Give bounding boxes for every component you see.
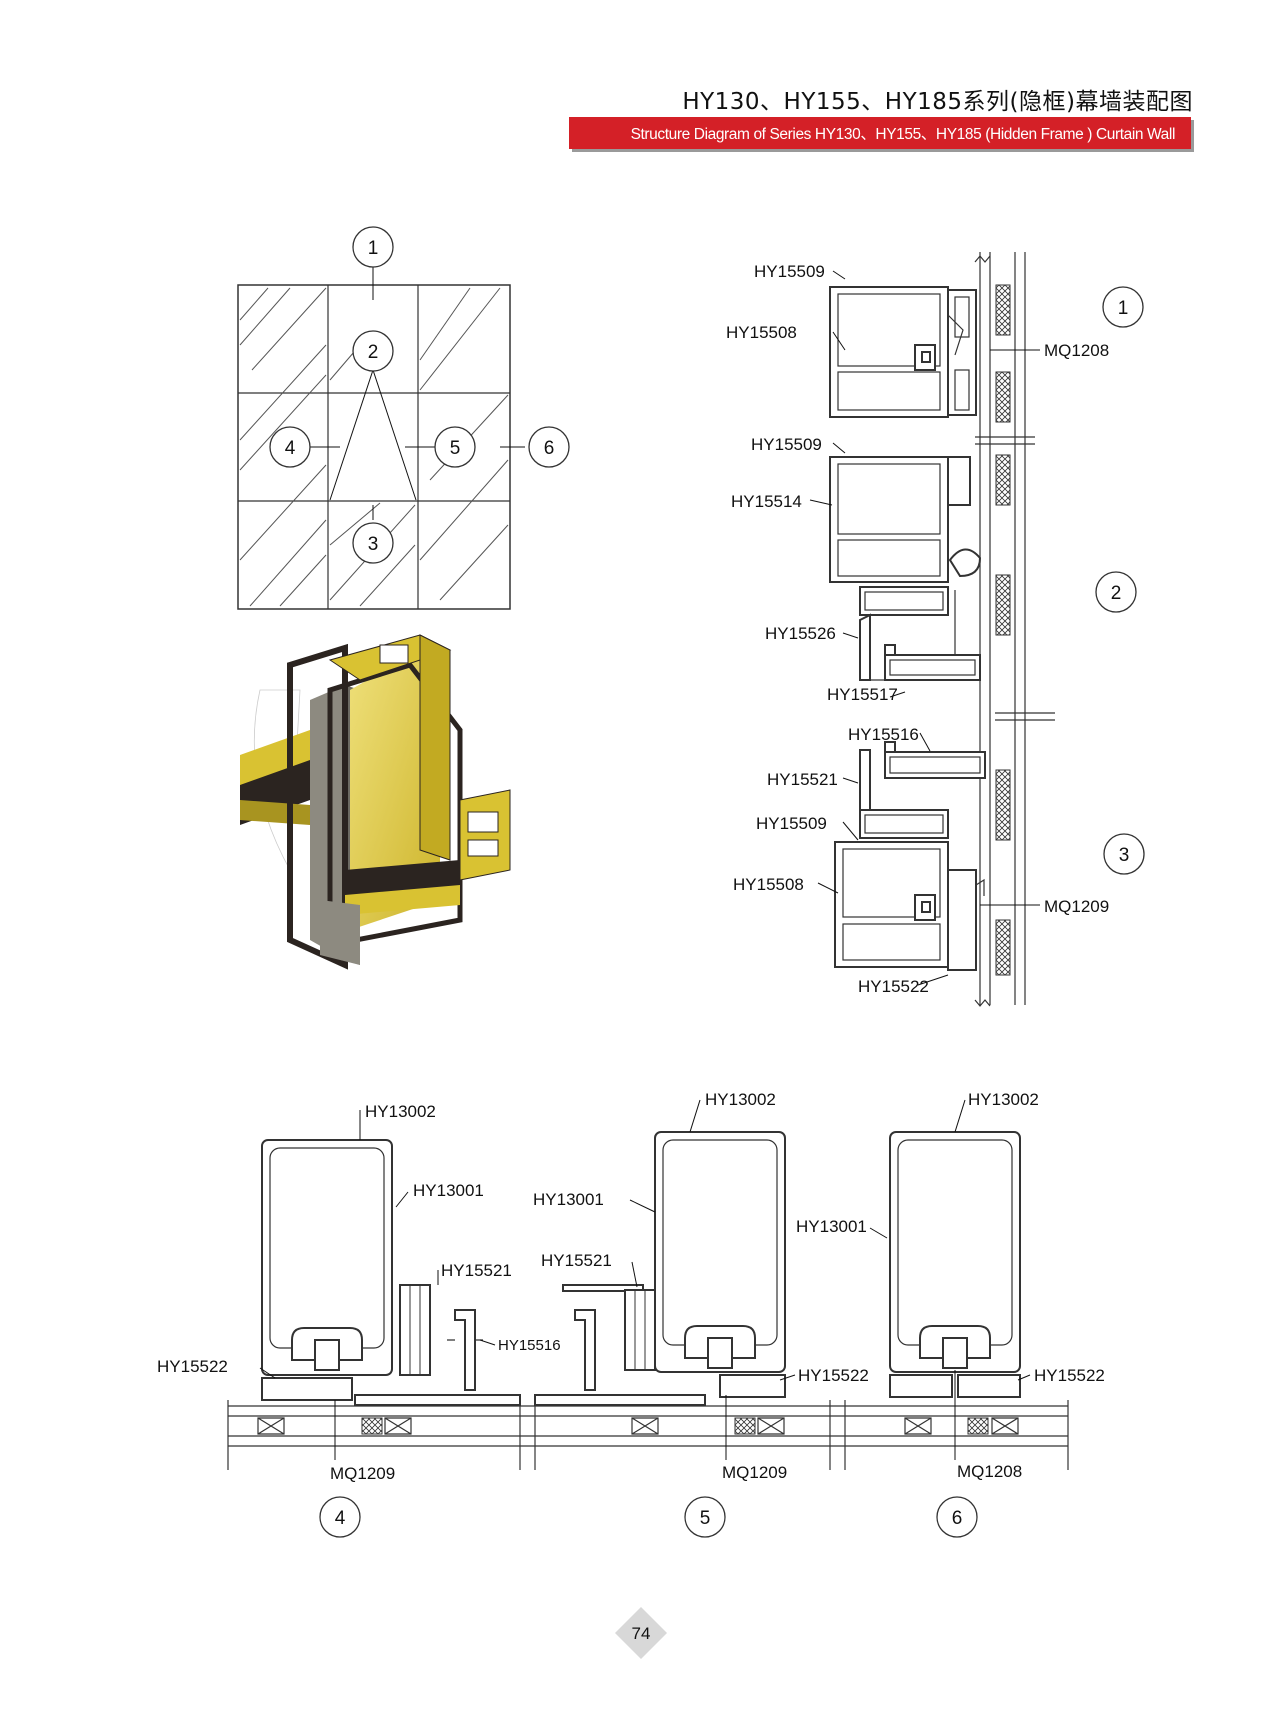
elevation-callout-2: 2 [352,330,394,372]
label-hy15526: HY15526 [765,624,836,643]
svg-text:4: 4 [285,438,296,459]
svg-text:1: 1 [1118,298,1129,319]
s4-label-base: HY15522 [157,1357,228,1376]
s4-label-side: HY15521 [441,1261,512,1280]
profile-hy15516 [884,741,986,779]
label-mq1209: MQ1209 [1044,897,1109,916]
s4-label-inner: HY15516 [498,1337,561,1354]
s5-label-body: HY13001 [533,1190,604,1209]
elevation-callout-1: 1 [352,226,394,268]
title-banner: Structure Diagram of Series HY130、HY155、… [569,117,1191,149]
svg-text:3: 3 [368,534,379,555]
page-title-en: Structure Diagram of Series HY130、HY155、… [630,126,1176,143]
profile-hy15509-top [829,286,977,418]
svg-text:1: 1 [368,238,379,259]
section-callout-5: 5 [684,1496,726,1538]
profile-hy15508-bottom [834,841,985,971]
profile-hy15521 [859,749,871,811]
s5-label-top: HY13002 [705,1090,776,1109]
section-callout-2: 2 [1095,571,1137,613]
section-callout-3: 3 [1103,833,1145,875]
svg-text:2: 2 [368,342,379,363]
s6-label-seal: MQ1208 [957,1462,1022,1481]
vertical-section: HY15509 HY15508 MQ1208 HY15509 HY15514 H… [726,252,1145,1007]
label-hy15508-a: HY15508 [726,323,797,342]
label-hy15517: HY15517 [827,685,898,704]
s6-label-base: HY15522 [1034,1366,1105,1385]
label-hy15522: HY15522 [858,977,929,996]
section-4 [261,1139,521,1406]
s5-label-base: HY15522 [798,1366,869,1385]
section-callout-6: 6 [936,1496,978,1538]
glass-panel [974,252,1055,1007]
s5-label-side: HY15521 [541,1251,612,1270]
page-number-badge: 74 [615,1607,667,1659]
svg-text:3: 3 [1119,845,1130,866]
label-mq1208: MQ1208 [1044,341,1109,360]
label-hy15509-b: HY15509 [751,435,822,454]
label-hy15521: HY15521 [767,770,838,789]
profile-hy15517 [884,644,981,681]
label-hy15516: HY15516 [848,725,919,744]
s5-label-seal: MQ1209 [722,1463,787,1482]
isometric-node-view [240,634,511,970]
page-title-cn: HY130、HY155、HY185系列(隐框)幕墙装配图 [682,89,1193,115]
svg-text:5: 5 [700,1508,711,1529]
elevation-view: 1 2 3 4 5 6 [237,226,570,610]
svg-text:74: 74 [632,1624,651,1643]
svg-text:5: 5 [450,438,461,459]
horizontal-sections: HY13002 HY13001 HY15521 HY15516 HY15522 … [157,1090,1105,1538]
svg-text:6: 6 [952,1508,963,1529]
s4-label-body: HY13001 [413,1181,484,1200]
label-hy15508-b: HY15508 [733,875,804,894]
label-hy15509-a: HY15509 [754,262,825,281]
section-callout-1: 1 [1102,286,1144,328]
elevation-callout-3: 3 [352,522,394,564]
elevation-callout-5: 5 [434,426,476,468]
section-6 [889,1131,1021,1398]
s4-label-top: HY13002 [365,1102,436,1121]
section-callout-4: 4 [319,1496,361,1538]
s6-label-top: HY13002 [968,1090,1039,1109]
elevation-callout-6: 6 [528,426,570,468]
profile-hy15514 [829,456,982,616]
section-5 [534,1131,786,1406]
svg-text:2: 2 [1111,583,1122,604]
profile-hy15509-bottom [859,809,949,839]
label-hy15514: HY15514 [731,492,802,511]
svg-text:4: 4 [335,1508,346,1529]
s6-label-body: HY13001 [796,1217,867,1236]
svg-text:6: 6 [544,438,555,459]
elevation-callout-4: 4 [269,426,311,468]
s4-label-seal: MQ1209 [330,1464,395,1483]
label-hy15509-c: HY15509 [756,814,827,833]
